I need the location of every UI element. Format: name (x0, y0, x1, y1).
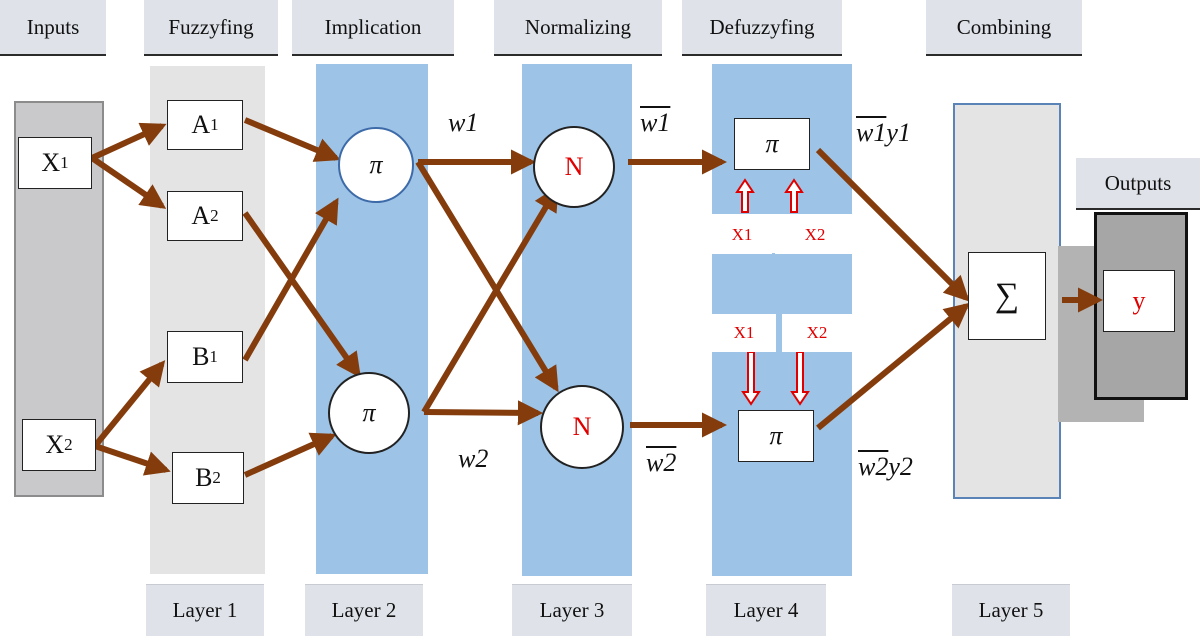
defuzzy-node-1: π (734, 118, 810, 170)
normalizing-node-1: N (533, 126, 615, 208)
label-w2: w2 (458, 444, 489, 473)
header-fuzzyfing: Fuzzyfing (144, 0, 278, 56)
layer-3-label: Layer 3 (512, 584, 632, 636)
label-w2bar-y2: w2y2 (858, 452, 913, 482)
label-y2-part: y2 (888, 452, 913, 481)
layer-4-label: Layer 4 (706, 584, 826, 636)
output-y-node: y (1103, 270, 1175, 332)
label-w1-bar: w1 (640, 108, 671, 137)
header-inputs: Inputs (0, 0, 106, 56)
layer-1-label: Layer 1 (146, 584, 264, 636)
label-w2bar-part: w2 (858, 452, 889, 481)
defuzzy-x1-bottom: X1 (712, 314, 776, 352)
red-up-arrows (735, 178, 804, 213)
implication-node-2: π (328, 372, 410, 454)
layer-2-label: Layer 2 (305, 584, 423, 636)
label-y1-part: y1 (886, 118, 911, 147)
implication-node-1: π (338, 127, 414, 203)
header-normalizing: Normalizing (494, 0, 662, 56)
a2-sub: 2 (210, 206, 219, 225)
b2-sub: 2 (212, 468, 221, 487)
a1-sub: 1 (210, 115, 219, 134)
b1-label: B (192, 342, 210, 371)
red-down-arrows (741, 351, 810, 406)
label-w1bar-y1: w1y1 (856, 118, 911, 148)
label-w1: w1 (448, 108, 479, 137)
normalizing-node-2: N (540, 385, 624, 469)
x2-sub: 2 (64, 435, 73, 454)
a1-label: A (191, 110, 211, 139)
defuzzy-x2-top: X2 (775, 216, 855, 254)
header-defuzzyfing: Defuzzyfing (682, 0, 842, 56)
b1-sub: 1 (209, 347, 218, 366)
defuzzy-x1-top: X1 (712, 216, 772, 254)
defuzzy-x2-bottom: X2 (782, 314, 852, 352)
header-implication: Implication (292, 0, 454, 56)
x1-sub: 1 (60, 153, 69, 172)
header-outputs: Outputs (1076, 158, 1200, 210)
defuzzy-node-2: π (738, 410, 814, 462)
x1-label: X (41, 148, 61, 177)
label-w2-bar: w2 (646, 448, 677, 477)
a2-label: A (191, 201, 211, 230)
sum-node: ∑ (968, 252, 1046, 340)
x2-label: X (45, 430, 65, 459)
b2-label: B (195, 463, 213, 492)
layer-5-label: Layer 5 (952, 584, 1070, 636)
label-w1bar-part: w1 (856, 118, 887, 147)
header-combining: Combining (926, 0, 1082, 56)
